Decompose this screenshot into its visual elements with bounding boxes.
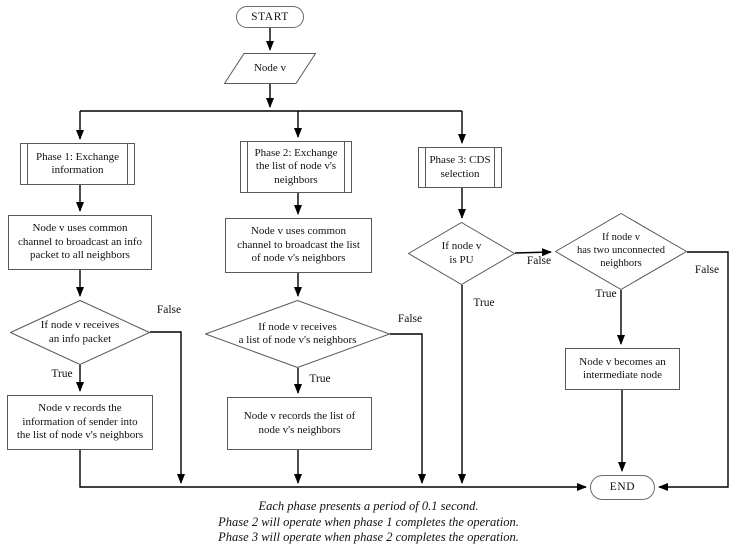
text-line: intermediate node <box>582 369 663 381</box>
text-line: Phase 1: Exchange <box>35 150 120 163</box>
text-line: Node v records the <box>38 402 122 415</box>
text-line: information of sender into <box>22 415 138 428</box>
decision-receives-list-text: If node v receives a list of node v's ne… <box>239 321 357 348</box>
text-line: an info packet <box>48 332 112 345</box>
text-line: Node v <box>253 61 287 74</box>
end-node: END <box>590 475 655 500</box>
decision-receives-info-text: If node v receives an info packet <box>41 319 120 346</box>
text-line: a list of node v's neighbors <box>238 334 357 346</box>
text-line: If node v <box>602 232 640 244</box>
end-label: END <box>609 481 636 494</box>
text-line: If node v receives <box>258 320 337 333</box>
caption-line-2: Phase 2 will operate when phase 1 comple… <box>218 514 519 529</box>
text-line: Node v becomes an <box>579 355 666 368</box>
diamond-shape <box>408 222 515 285</box>
label-receives-info-false: False <box>156 304 182 316</box>
text-line: Phase 2: Exchange <box>254 146 338 159</box>
decision-two-unconnected: If node v has two unconnected neighbors <box>555 213 687 290</box>
diamond-shape <box>555 213 687 290</box>
label-is-pu-false: False <box>526 255 552 267</box>
text-line: Node v records the list of <box>243 410 356 423</box>
edge-two-unconnected-false <box>658 251 729 491</box>
phase2-node: Phase 2: Exchange the list of node v's n… <box>240 141 352 193</box>
text-line: packet to all neighbors <box>30 249 130 262</box>
start-node: START <box>236 6 304 28</box>
broadcast-info-node: Node v uses common channel to broadcast … <box>8 215 152 270</box>
text-line: Node v uses common <box>250 225 346 238</box>
caption-line-1: Each phase presents a period of 0.1 seco… <box>258 499 479 513</box>
input-node-v: Node v <box>224 53 316 84</box>
edge-receives-list-false <box>390 333 426 484</box>
text-line: channel to broadcast the list <box>237 238 360 251</box>
label-two-unconnected-true: True <box>595 288 617 300</box>
text-line: Phase 3: CDS <box>429 154 491 167</box>
text-line: node v's neighbors <box>258 423 341 436</box>
text-line: neighbors <box>600 257 642 269</box>
text-line: information <box>51 164 104 176</box>
caption-line-3: Phase 3 will operate when phase 2 comple… <box>218 530 519 544</box>
diamond-shape <box>10 300 150 365</box>
caption: Each phase presents a period of 0.1 seco… <box>0 499 737 546</box>
decision-receives-list: If node v receives a list of node v's ne… <box>205 300 390 368</box>
label-receives-list-true: True <box>309 373 331 385</box>
text-line: channel to broadcast an info <box>17 235 142 248</box>
parallelogram-shape <box>224 53 316 84</box>
label-two-unconnected-false: False <box>694 264 720 276</box>
edge-records-info-to-end <box>79 450 587 491</box>
text-line: Node v uses common <box>32 222 128 235</box>
decision-receives-info: If node v receives an info packet <box>10 300 150 365</box>
label-receives-info-true: True <box>51 368 73 380</box>
phase3-node: Phase 3: CDS selection <box>418 147 502 188</box>
records-list-node: Node v records the list of node v's neig… <box>227 397 372 450</box>
text-line: If node v <box>441 240 482 253</box>
decision-two-unconnected-text: If node v has two unconnected neighbors <box>577 232 665 270</box>
edge-is-pu-false <box>514 248 552 257</box>
text-line: has two unconnected <box>576 245 666 257</box>
text-line: selection <box>440 167 480 180</box>
records-info-node: Node v records the information of sender… <box>7 395 153 450</box>
text-line: If node v receives <box>40 319 120 332</box>
start-label: START <box>251 10 289 23</box>
text-line: the list of node v's <box>255 160 337 173</box>
decision-is-pu: If node v is PU <box>408 222 515 285</box>
edge-receives-info-false <box>150 331 185 484</box>
diamond-shape <box>205 300 390 368</box>
text-line: the list of node v's neighbors <box>16 429 144 442</box>
text-line: of node v's neighbors <box>251 252 346 265</box>
label-is-pu-true: True <box>473 297 495 309</box>
intermediate-node: Node v becomes an intermediate node <box>565 348 680 390</box>
text-line: is PU <box>449 253 474 266</box>
phase1-node: Phase 1: Exchange information <box>20 143 135 185</box>
label-receives-list-false: False <box>397 313 423 325</box>
node-v-text: Node v <box>254 62 286 75</box>
text-line: neighbors <box>274 173 318 186</box>
decision-is-pu-text: If node v is PU <box>442 240 482 267</box>
broadcast-list-node: Node v uses common channel to broadcast … <box>225 218 372 273</box>
